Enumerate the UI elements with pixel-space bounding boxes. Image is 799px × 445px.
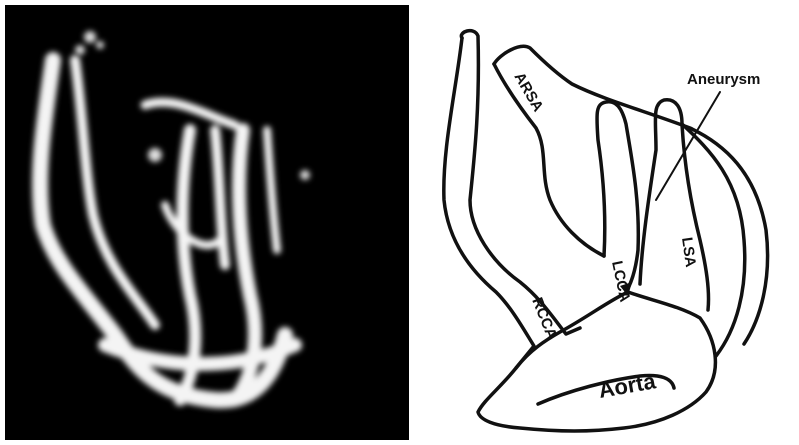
lsa-label: LSA (678, 236, 699, 268)
ultrasound-scan-image (5, 5, 409, 440)
anatomy-diagram: ARSA Aneurysm LCCA LSA RCCA Aorta (414, 0, 799, 445)
lcca-label: LCCA (608, 259, 633, 303)
aorta-label: Aorta (597, 368, 659, 403)
diagram-svg: ARSA Aneurysm LCCA LSA RCCA Aorta (414, 0, 799, 445)
aneurysm-label: Aneurysm (687, 71, 760, 88)
scan-render (5, 5, 409, 440)
arsa-label: ARSA (511, 70, 547, 115)
tissue-haze (5, 5, 409, 440)
